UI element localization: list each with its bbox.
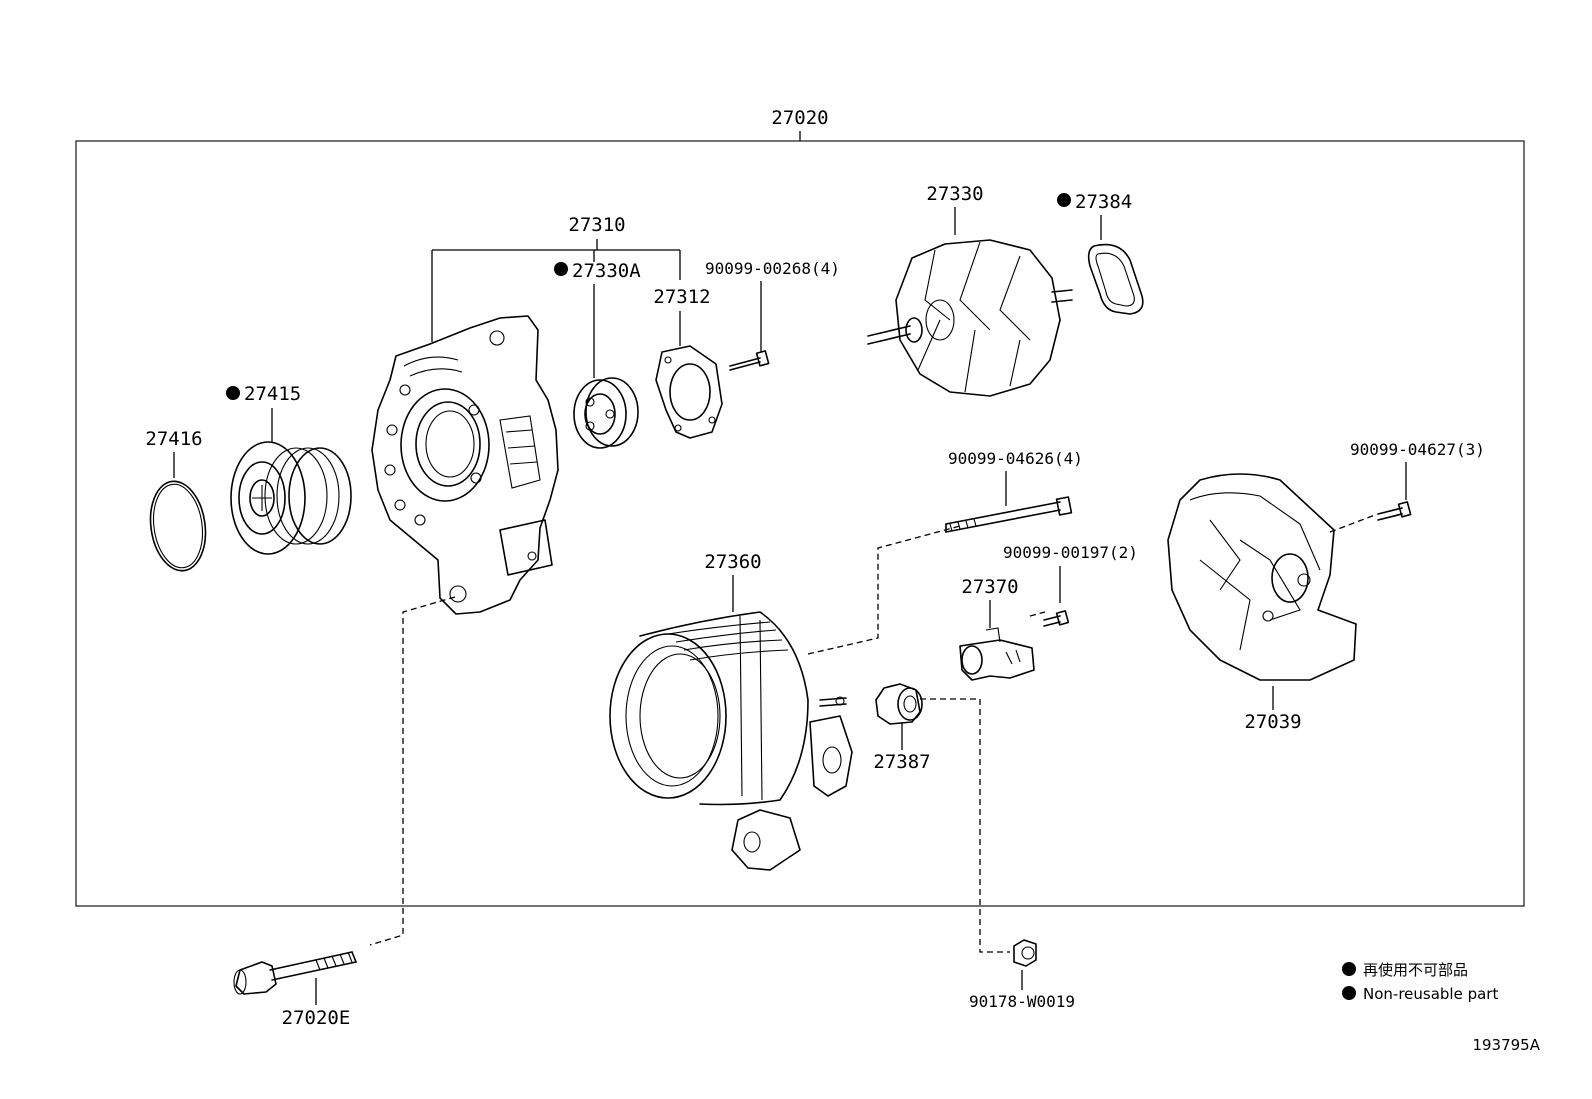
- part-27370-brush-holder: [959, 627, 1035, 681]
- part-90099-00268-screw: [729, 350, 770, 371]
- assembly-line-bolt: [369, 596, 456, 946]
- part-27312-retainer-plate: [655, 345, 723, 439]
- part-27310-drive-end-frame: [371, 315, 559, 615]
- part-90099-04626-through-bolt: [945, 496, 1073, 533]
- assembly-line-cover-screw: [1329, 514, 1376, 533]
- part-label-90099-04626: 90099-04626(4): [948, 449, 1083, 468]
- part-label-27384: 27384: [1075, 191, 1132, 213]
- part-27384-seal: [1087, 243, 1144, 315]
- part-label-27416: 27416: [145, 428, 202, 450]
- part-label-90099-04627: 90099-04627(3): [1350, 440, 1485, 459]
- assembly-line-through-bolt: [807, 525, 961, 655]
- part-label-90099-00197: 90099-00197(2): [1003, 543, 1138, 562]
- part-27415-pulley: [230, 441, 352, 555]
- legend-line-english: Non-reusable part: [1363, 985, 1498, 1003]
- part-90099-00197-screw: [1043, 610, 1070, 627]
- part-label-27370: 27370: [961, 576, 1018, 598]
- part-label-90178-W0019: 90178-W0019: [969, 992, 1075, 1011]
- part-label-27360: 27360: [704, 551, 761, 573]
- part-label-27330: 27330: [926, 183, 983, 205]
- part-label-27020E: 27020E: [282, 1007, 351, 1029]
- non-reusable-dot: [554, 262, 568, 276]
- legend-line-japanese: 再使用不可部品: [1363, 961, 1468, 979]
- part-label-27312: 27312: [653, 286, 710, 308]
- non-reusable-dot: [226, 386, 240, 400]
- part-27387-terminal-insulator: [875, 683, 923, 725]
- part-27039-rear-cover: [1167, 473, 1357, 681]
- part-label-27330A: 27330A: [572, 260, 641, 282]
- part-27330-rotor: [867, 239, 1073, 397]
- assembly-label: 27020: [771, 107, 828, 129]
- figure-id: 193795A: [1472, 1036, 1540, 1054]
- legend-dot-icon: [1342, 986, 1356, 1000]
- part-27020E-bolt: [233, 951, 357, 995]
- assembly-frame: [75, 140, 1525, 907]
- assembly-line-nut: [920, 698, 1010, 953]
- assembly-line-screw: [1029, 611, 1046, 617]
- part-label-27310: 27310: [568, 214, 625, 236]
- part-label-27039: 27039: [1244, 711, 1301, 733]
- part-27330A-bearing: [573, 377, 639, 449]
- part-27416-cover: [149, 480, 207, 572]
- non-reusable-dot: [1057, 193, 1071, 207]
- part-label-27387: 27387: [873, 751, 930, 773]
- part-90099-04627-screw: [1377, 501, 1412, 521]
- part-label-90099-00268: 90099-00268(4): [705, 259, 840, 278]
- legend-dot-icon: [1342, 962, 1356, 976]
- legend: 再使用不可部品 Non-reusable part: [1342, 961, 1498, 1003]
- part-27360-stator-frame: [609, 611, 853, 871]
- part-90178-W0019-nut: [1013, 939, 1037, 967]
- part-label-27415: 27415: [244, 383, 301, 405]
- label-27310-group: 27310: [431, 214, 681, 342]
